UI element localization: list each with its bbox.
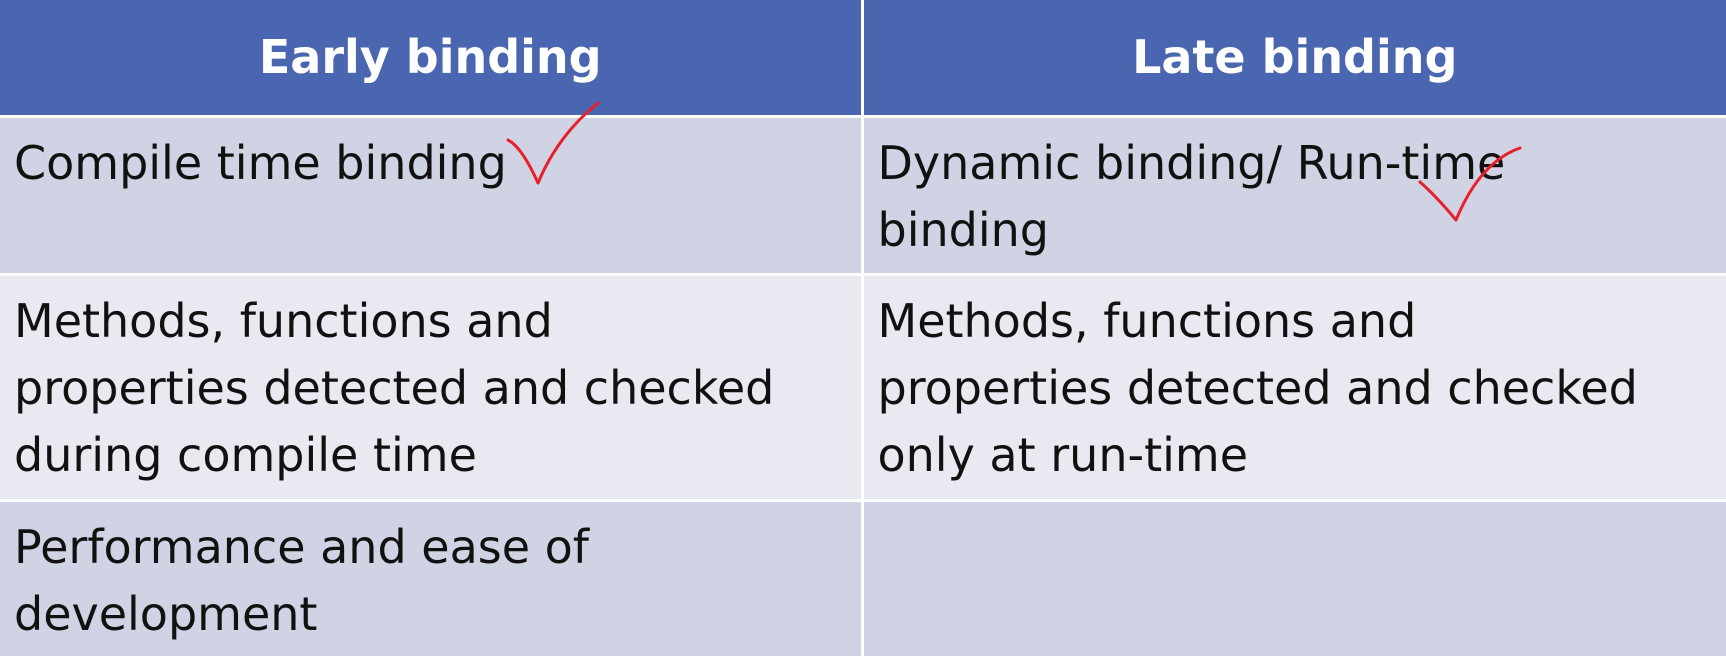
table-row: Methods, functions and properties detect… [0, 274, 1726, 502]
cell-late-binding: Dynamic binding/ Run-time binding [862, 116, 1726, 276]
cell-line: Methods, functions and [877, 293, 1417, 348]
cell-line: only at run-time [877, 427, 1249, 482]
table-row: Performance and ease of development [0, 500, 1726, 659]
cell-line: Performance and ease of [14, 519, 589, 574]
cell-early-binding: Performance and ease of development [0, 500, 864, 659]
cell-line: Methods, functions and [14, 293, 553, 348]
cell-line: binding [877, 202, 1049, 257]
cell-line: development [14, 586, 318, 641]
cell-line: during compile time [14, 427, 477, 482]
cell-early-binding: Compile time binding [0, 116, 864, 276]
cell-line: Compile time binding [14, 135, 507, 190]
cell-late-binding-empty [862, 500, 1726, 659]
cell-line: Dynamic binding/ Run-time [877, 135, 1506, 190]
header-late-binding: Late binding [862, 0, 1726, 118]
cell-line: properties detected and checked [14, 360, 775, 415]
cell-line: properties detected and checked [877, 360, 1638, 415]
cell-late-binding: Methods, functions and properties detect… [862, 274, 1726, 502]
cell-early-binding: Methods, functions and properties detect… [0, 274, 864, 502]
table-row: Compile time binding Dynamic binding/ Ru… [0, 116, 1726, 276]
header-early-binding: Early binding [0, 0, 864, 118]
header-row: Early binding Late binding [0, 0, 1726, 118]
